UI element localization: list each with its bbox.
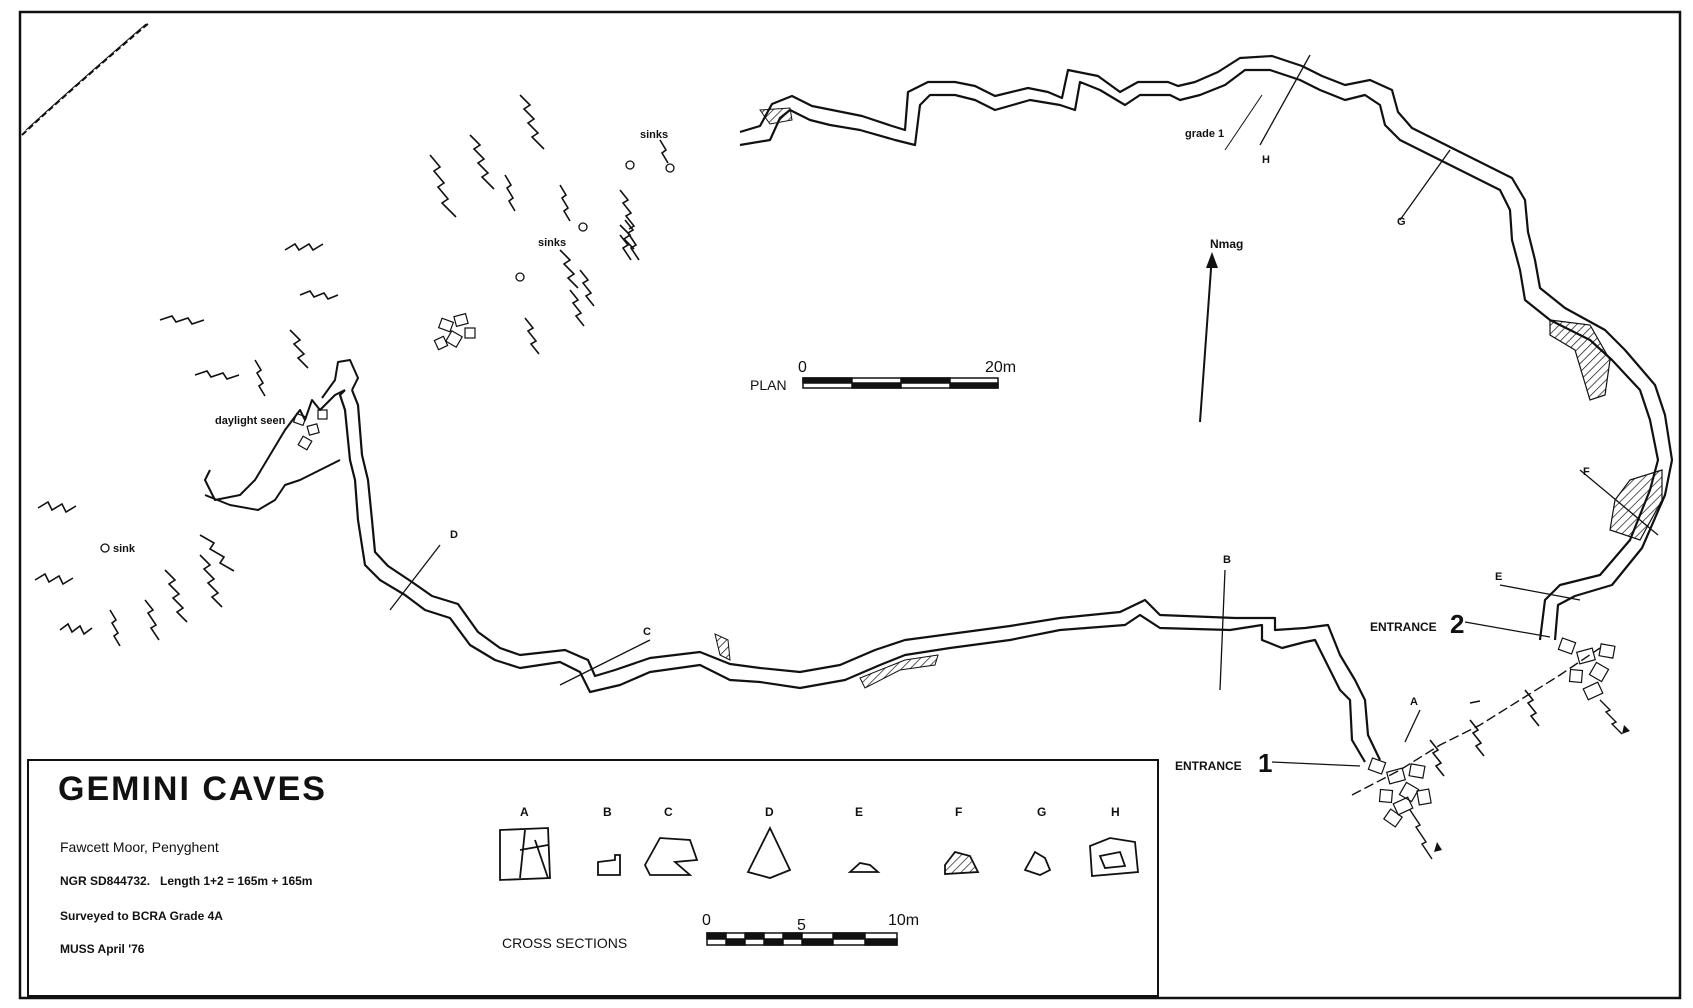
label-sinks-central: sinks	[538, 237, 566, 249]
location-text: Fawcett Moor, Penyghent	[60, 839, 219, 855]
ngr-length-text: NGR SD844732. Length 1+2 = 165m + 165m	[60, 874, 312, 888]
map-title: GEMINI CAVES	[58, 770, 327, 808]
north-arrow	[1199, 254, 1213, 423]
stream-arrow-2	[1599, 699, 1623, 735]
stream-arrow-1	[1409, 809, 1433, 860]
plan-scale-start: 0	[798, 359, 807, 376]
cs-shape-h	[1089, 837, 1139, 877]
cs-scale-end: 10m	[888, 912, 919, 929]
cs-letter-f: F	[955, 805, 962, 819]
section-marker-b: B	[1223, 554, 1231, 566]
shakehole-symbols	[34, 94, 1540, 777]
cs-shape-d	[746, 825, 792, 879]
credit-text: MUSS April '76	[60, 942, 145, 956]
cs-shape-a	[499, 827, 551, 881]
cs-shape-g	[1023, 850, 1052, 876]
section-marker-c: C	[643, 626, 651, 638]
cs-letter-g: G	[1037, 805, 1046, 819]
deposit-hatched-1	[1549, 319, 1611, 401]
cs-label: CROSS SECTIONS	[502, 935, 627, 951]
boulder-choke-entrance-2	[1557, 637, 1616, 701]
cs-letter-d: D	[765, 805, 774, 819]
entrance-1-label: ENTRANCE 1	[1175, 748, 1361, 778]
cs-letter-a: A	[520, 805, 529, 819]
cs-scale-start: 0	[702, 912, 711, 929]
section-marker-h: H	[1262, 154, 1270, 166]
cs-shape-e	[847, 862, 881, 873]
survey-grade-text: Surveyed to BCRA Grade 4A	[60, 909, 223, 923]
cs-letter-b: B	[603, 805, 612, 819]
svg-text:ENTRANCE: ENTRANCE	[1175, 759, 1242, 773]
cs-shape-c	[643, 837, 699, 876]
svg-text:2: 2	[1450, 609, 1464, 639]
deposit-hatched-2	[1609, 469, 1663, 541]
deposit-hatched-4	[759, 107, 793, 125]
cs-scale-mid: 5	[797, 917, 806, 934]
label-daylight-seen: daylight seen	[215, 415, 286, 427]
surface-stream	[1351, 647, 1601, 796]
cs-letter-c: C	[664, 805, 673, 819]
deposit-hatched-5	[714, 633, 731, 661]
section-marker-f: F	[1583, 466, 1590, 478]
deposit-hatched-3	[859, 654, 939, 689]
plan-scale-bar	[802, 377, 999, 389]
plan-scale-end: 20m	[985, 359, 1016, 376]
cave-passage-east-inner	[739, 54, 1674, 641]
grade-1-arrow	[1224, 94, 1263, 151]
section-marker-d: D	[450, 529, 458, 541]
entrance-2-label: ENTRANCE 2	[1370, 609, 1551, 639]
cs-letter-h: H	[1111, 805, 1120, 819]
wall-line	[21, 21, 151, 136]
plan-label: PLAN	[750, 377, 787, 393]
label-sinks-north: sinks	[640, 129, 668, 141]
svg-text:1: 1	[1258, 748, 1272, 778]
section-marker-e: E	[1495, 571, 1502, 583]
boulders-sinks-area	[433, 312, 476, 351]
cross-section-shapes	[499, 825, 1139, 881]
cave-passage-outer-wall	[338, 389, 1366, 763]
cs-scale-bar	[706, 932, 898, 946]
sink-symbols	[100, 160, 675, 553]
cs-shape-b	[597, 854, 621, 876]
north-arrow-head	[1206, 252, 1218, 268]
cave-passage-inner-wall	[350, 389, 1381, 761]
cave-passage-west-branch	[204, 359, 359, 511]
map-frame	[18, 10, 1682, 1000]
section-marker-a: A	[1410, 696, 1418, 708]
label-sink-west: sink	[113, 543, 136, 555]
svg-text:ENTRANCE: ENTRANCE	[1370, 620, 1437, 634]
section-marker-g: G	[1397, 216, 1406, 228]
boulder-choke-entrance-1	[1367, 757, 1432, 828]
section-markers	[389, 54, 1659, 743]
cs-letter-e: E	[855, 805, 863, 819]
cs-shape-f	[944, 850, 980, 875]
boulders-daylight	[292, 409, 328, 451]
north-label: Nmag	[1210, 237, 1243, 251]
label-grade-1: grade 1	[1185, 128, 1224, 140]
cave-passage-east-outer	[739, 68, 1660, 641]
